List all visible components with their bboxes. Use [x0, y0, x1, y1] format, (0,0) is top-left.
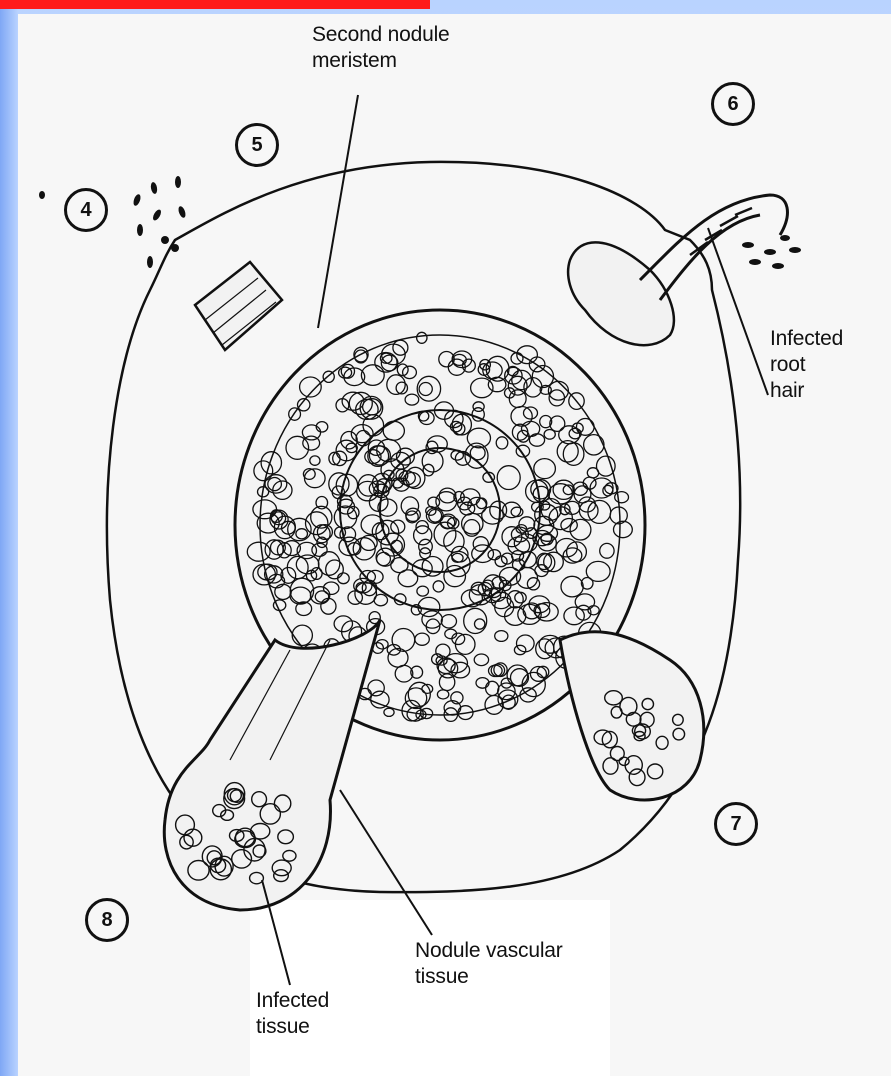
cortex-block-right	[568, 195, 787, 345]
stage-7-label: 7	[714, 802, 758, 846]
label-infected-tissue: Infected tissue	[256, 988, 329, 1040]
nodule-bottom-left	[164, 620, 380, 910]
stage-5-label: 5	[235, 123, 279, 167]
nodule-bottom-right	[560, 632, 704, 800]
label-nodule-vascular-tissue: Nodule vascular tissue	[415, 938, 563, 990]
cortex-block-left	[195, 262, 282, 350]
bacteria-left	[39, 176, 187, 268]
stage-4-label: 4	[64, 188, 108, 232]
label-second-nodule-meristem: Second nodule meristem	[312, 22, 450, 74]
stage-8-label: 8	[85, 898, 129, 942]
stage-6-label: 6	[711, 82, 755, 126]
bacteria-right	[742, 235, 801, 269]
label-infected-root-hair: Infected root hair	[770, 326, 843, 404]
